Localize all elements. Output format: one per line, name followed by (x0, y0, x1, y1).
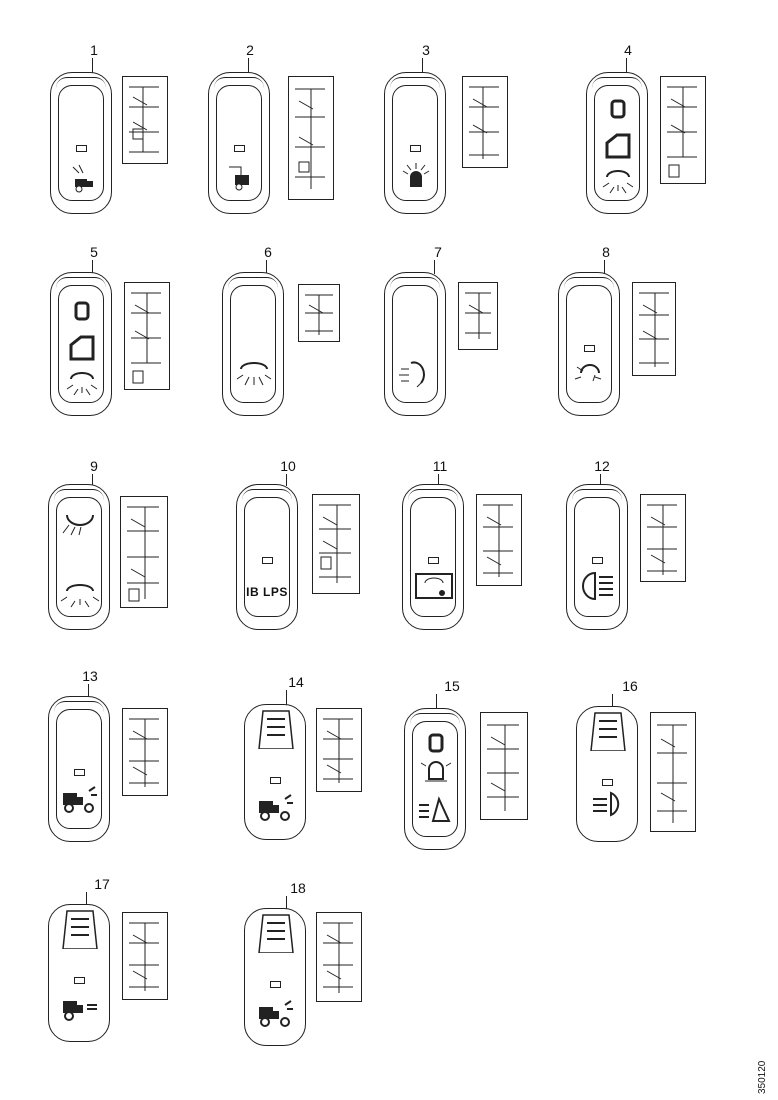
switch-16 (576, 706, 638, 842)
switch-3 (384, 72, 446, 214)
switch-number-14: 14 (288, 674, 304, 690)
switch-number-1: 1 (90, 42, 98, 58)
schematic-13 (122, 708, 168, 796)
leader-line (438, 474, 439, 486)
switch-18 (244, 908, 306, 1046)
schematic-18 (316, 912, 362, 1002)
beacon-light-icon (402, 163, 430, 187)
switch-2 (208, 72, 270, 214)
leader-line (92, 260, 93, 274)
door-beacon-icon (419, 733, 452, 822)
switch-number-7: 7 (434, 244, 442, 260)
switch-6 (222, 272, 284, 416)
schematic-3 (462, 76, 508, 168)
schematic-15 (480, 712, 528, 820)
schematic-6 (298, 284, 340, 342)
schematic-9 (120, 496, 168, 608)
leader-line (88, 684, 89, 698)
schematic-10 (312, 494, 360, 594)
fog-light-icon (582, 571, 613, 601)
leader-line (422, 58, 423, 74)
switch-number-4: 4 (624, 42, 632, 58)
switch-10-panel-text: IB LPS (246, 585, 288, 599)
switch-number-6: 6 (264, 244, 272, 260)
switch-number-17: 17 (94, 876, 110, 892)
reference-number: 350120 (757, 1060, 768, 1094)
rotating-light-icon (574, 364, 602, 382)
switch-17 (48, 904, 110, 1042)
schematic-11 (476, 494, 522, 586)
schematic-14 (316, 708, 362, 792)
truck-axle-lift-icon (63, 1001, 97, 1021)
safety-cover-icon (258, 914, 294, 953)
switch-number-16: 16 (622, 678, 638, 694)
leader-line (92, 58, 93, 74)
switch-5 (50, 272, 112, 416)
switch-number-9: 9 (90, 458, 98, 474)
leader-line (626, 58, 627, 74)
leader-line (286, 474, 287, 486)
spot-light-icon (399, 361, 425, 388)
switch-number-12: 12 (594, 458, 610, 474)
schematic-16 (650, 712, 696, 832)
switch-number-2: 2 (246, 42, 254, 58)
headlight-range-icon (415, 573, 453, 599)
schematic-2 (288, 76, 334, 200)
leader-line (604, 260, 605, 274)
switch-15 (404, 708, 466, 850)
schematic-5 (124, 282, 170, 390)
switch-number-3: 3 (422, 42, 430, 58)
door-light-icon (66, 301, 98, 396)
truck-crane-icon (229, 166, 249, 191)
switch-number-8: 8 (602, 244, 610, 260)
truck-differential-lock-icon (259, 794, 293, 821)
schematic-4 (660, 76, 706, 184)
work-light-icon (236, 362, 272, 386)
truck-differential-lock-icon (259, 1000, 293, 1027)
switch-7 (384, 272, 446, 416)
switch-number-11: 11 (432, 458, 448, 474)
switch-number-15: 15 (444, 678, 460, 694)
switch-11 (402, 484, 464, 630)
switch-number-10: 10 (280, 458, 296, 474)
leader-line (612, 694, 613, 708)
door-light-icon (602, 99, 634, 194)
roof-work-light-icon (60, 514, 100, 608)
schematic-17 (122, 912, 168, 1000)
schematic-12 (640, 494, 686, 582)
leader-line (286, 690, 287, 706)
safety-cover-icon (258, 710, 294, 749)
leader-line (434, 260, 435, 274)
safety-cover-icon (590, 712, 626, 751)
switch-8 (558, 272, 620, 416)
truck-tipper-icon (72, 164, 93, 193)
leader-line (286, 896, 287, 910)
leader-line (248, 58, 249, 74)
switch-1 (50, 72, 112, 214)
switch-12 (566, 484, 628, 630)
leader-line (600, 474, 601, 486)
switch-number-5: 5 (90, 244, 98, 260)
switch-13 (48, 696, 110, 842)
switch-10: IB LPS (236, 484, 298, 630)
truck-differential-lock-icon (63, 786, 97, 813)
leader-line (266, 260, 267, 274)
leader-line (436, 694, 437, 710)
switch-14 (244, 704, 306, 840)
switch-number-18: 18 (290, 880, 306, 896)
schematic-1 (122, 76, 168, 164)
safety-cover-icon (62, 910, 98, 949)
schematic-7 (458, 282, 498, 350)
rear-fog-light-icon (593, 791, 620, 817)
switch-number-13: 13 (82, 668, 98, 684)
leader-line (92, 474, 93, 486)
switch-9 (48, 484, 110, 630)
leader-line (86, 892, 87, 906)
schematic-8 (632, 282, 676, 376)
switch-4 (586, 72, 648, 214)
